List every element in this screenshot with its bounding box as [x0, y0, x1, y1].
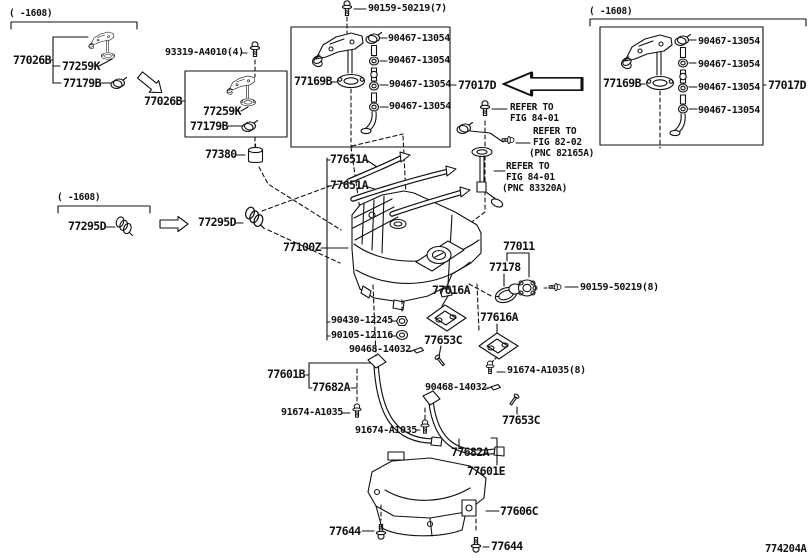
callout-90159-50219-7[interactable]: 90159-50219(7): [368, 3, 447, 14]
callout-77169B-a[interactable]: 77169B: [294, 74, 333, 88]
variant-bracket-top-left: [10, 21, 138, 30]
tank-protector-shield: [367, 451, 500, 537]
pump-group-pre1608: [48, 31, 128, 90]
shield-bolts: [361, 504, 490, 553]
tank-band-2: [415, 390, 505, 466]
pump-subassembly-box: [179, 70, 288, 138]
callout-91674-A1035-8[interactable]: 91674-A1035(8): [507, 365, 586, 376]
pump-assembly-box-pre1608: [599, 26, 767, 148]
callout-77179B-pre[interactable]: 77179B: [63, 76, 102, 90]
callout-77601E[interactable]: 77601E: [467, 464, 506, 478]
refer-note-fig8401-top-line2: FIG 84-01: [510, 113, 559, 124]
fuel-tank: [351, 190, 482, 311]
callout-bracket-tank: [320, 157, 382, 341]
variant-note-mid-left: ( -1608): [57, 192, 101, 203]
refer-note-fig8202-line1: REFER TO: [533, 126, 577, 137]
callout-77295D[interactable]: 77295D: [198, 215, 237, 229]
fuel-sender-gauge: [464, 120, 506, 228]
fuel-shutoff-valve-group: [468, 252, 579, 304]
callout-77682A-1[interactable]: 77682A: [312, 380, 351, 394]
variant-note-top-right: ( -1608): [589, 6, 633, 17]
tank-band-brackets: [426, 283, 519, 374]
callout-77606C[interactable]: 77606C: [500, 504, 539, 518]
callout-90467-b2[interactable]: 90467-13054: [698, 59, 760, 70]
refer-note-sender-line1: REFER TO: [506, 161, 550, 172]
callout-91674-1[interactable]: 91674-A1035: [281, 407, 343, 418]
callout-77100Z[interactable]: 77100Z: [283, 240, 322, 254]
callout-93319-A4010[interactable]: 93319-A4010(4): [165, 47, 244, 58]
callout-77179B[interactable]: 77179B: [190, 119, 229, 133]
callout-90430-12245[interactable]: 90430-12245: [331, 315, 393, 326]
callout-77601B[interactable]: 77601B: [267, 367, 306, 381]
variant-bracket-mid-left: [57, 205, 151, 214]
refer-note-fig8401-top-line1: REFER TO: [510, 102, 554, 113]
callout-77017D-b[interactable]: 77017D: [768, 78, 807, 92]
refer-note-sender-line3: (PNC 83320A): [502, 183, 568, 194]
callout-77653C-2[interactable]: 77653C: [502, 413, 541, 427]
pins-and-clips: [408, 345, 521, 415]
fuel-filter-77380: [235, 136, 342, 231]
hose-77295D-pre: [105, 215, 138, 237]
bolt-93319: [240, 41, 261, 78]
callout-91674-2[interactable]: 91674-A1035: [355, 425, 417, 436]
callout-77295D-pre[interactable]: 77295D: [68, 219, 107, 233]
callout-90467-a4[interactable]: 90467-13054: [389, 101, 451, 112]
tank-protectors: [346, 151, 471, 217]
callout-77644-2[interactable]: 77644: [491, 539, 523, 553]
callout-90467-a3[interactable]: 90467-13054: [389, 79, 451, 90]
refer-note-fig8202-line3: (PNC 82165A): [529, 148, 595, 159]
callout-77026B-pre[interactable]: 77026B: [13, 53, 52, 67]
callout-90468-1[interactable]: 90468-14032: [349, 344, 411, 355]
callout-77651A-2[interactable]: 77651A: [330, 178, 369, 192]
callout-77682A-2[interactable]: 77682A: [451, 445, 490, 459]
callout-90467-a1[interactable]: 90467-13054: [388, 33, 450, 44]
callout-90159-50219-8[interactable]: 90159-50219(8): [580, 282, 659, 293]
variant-bracket-top-right: [589, 18, 807, 27]
tank-drain-hardware: [390, 299, 409, 341]
callout-77178[interactable]: 77178: [489, 260, 521, 274]
callout-77259K[interactable]: 77259K: [203, 104, 242, 118]
callout-77380[interactable]: 77380: [205, 147, 237, 161]
callout-90467-b1[interactable]: 90467-13054: [698, 36, 760, 47]
callout-90467-b3[interactable]: 90467-13054: [698, 82, 760, 93]
variant-note-top-left: ( -1608): [9, 8, 53, 19]
callout-77616A-1[interactable]: 77616A: [432, 283, 471, 297]
callout-77011[interactable]: 77011: [503, 239, 535, 253]
tank-band-1: [305, 284, 443, 447]
arrow-to-new-hose: [159, 215, 189, 233]
callout-77651A-1[interactable]: 77651A: [330, 152, 369, 166]
callout-90467-a2[interactable]: 90467-13054: [388, 55, 450, 66]
callout-77644-1[interactable]: 77644: [329, 524, 361, 538]
refer-hardware: [456, 100, 531, 145]
refer-note-sender-line2: FIG 84-01: [506, 172, 555, 183]
refer-note-fig8202-line2: FIG 82-02: [533, 137, 582, 148]
callout-90105-12116[interactable]: 90105-12116: [331, 330, 393, 341]
figure-code: 774204A: [765, 543, 807, 555]
callout-77026B[interactable]: 77026B: [144, 94, 183, 108]
callout-77653C-1[interactable]: 77653C: [424, 333, 463, 347]
callout-77616A-2[interactable]: 77616A: [480, 310, 519, 324]
callout-77259K-pre[interactable]: 77259K: [62, 59, 101, 73]
callout-77017D-a[interactable]: 77017D: [458, 78, 497, 92]
callout-77169B-b[interactable]: 77169B: [603, 76, 642, 90]
callout-90467-b4[interactable]: 90467-13054: [698, 105, 760, 116]
arrow-from-old-assembly: [502, 70, 584, 98]
callout-90468-2[interactable]: 90468-14032: [425, 382, 487, 393]
